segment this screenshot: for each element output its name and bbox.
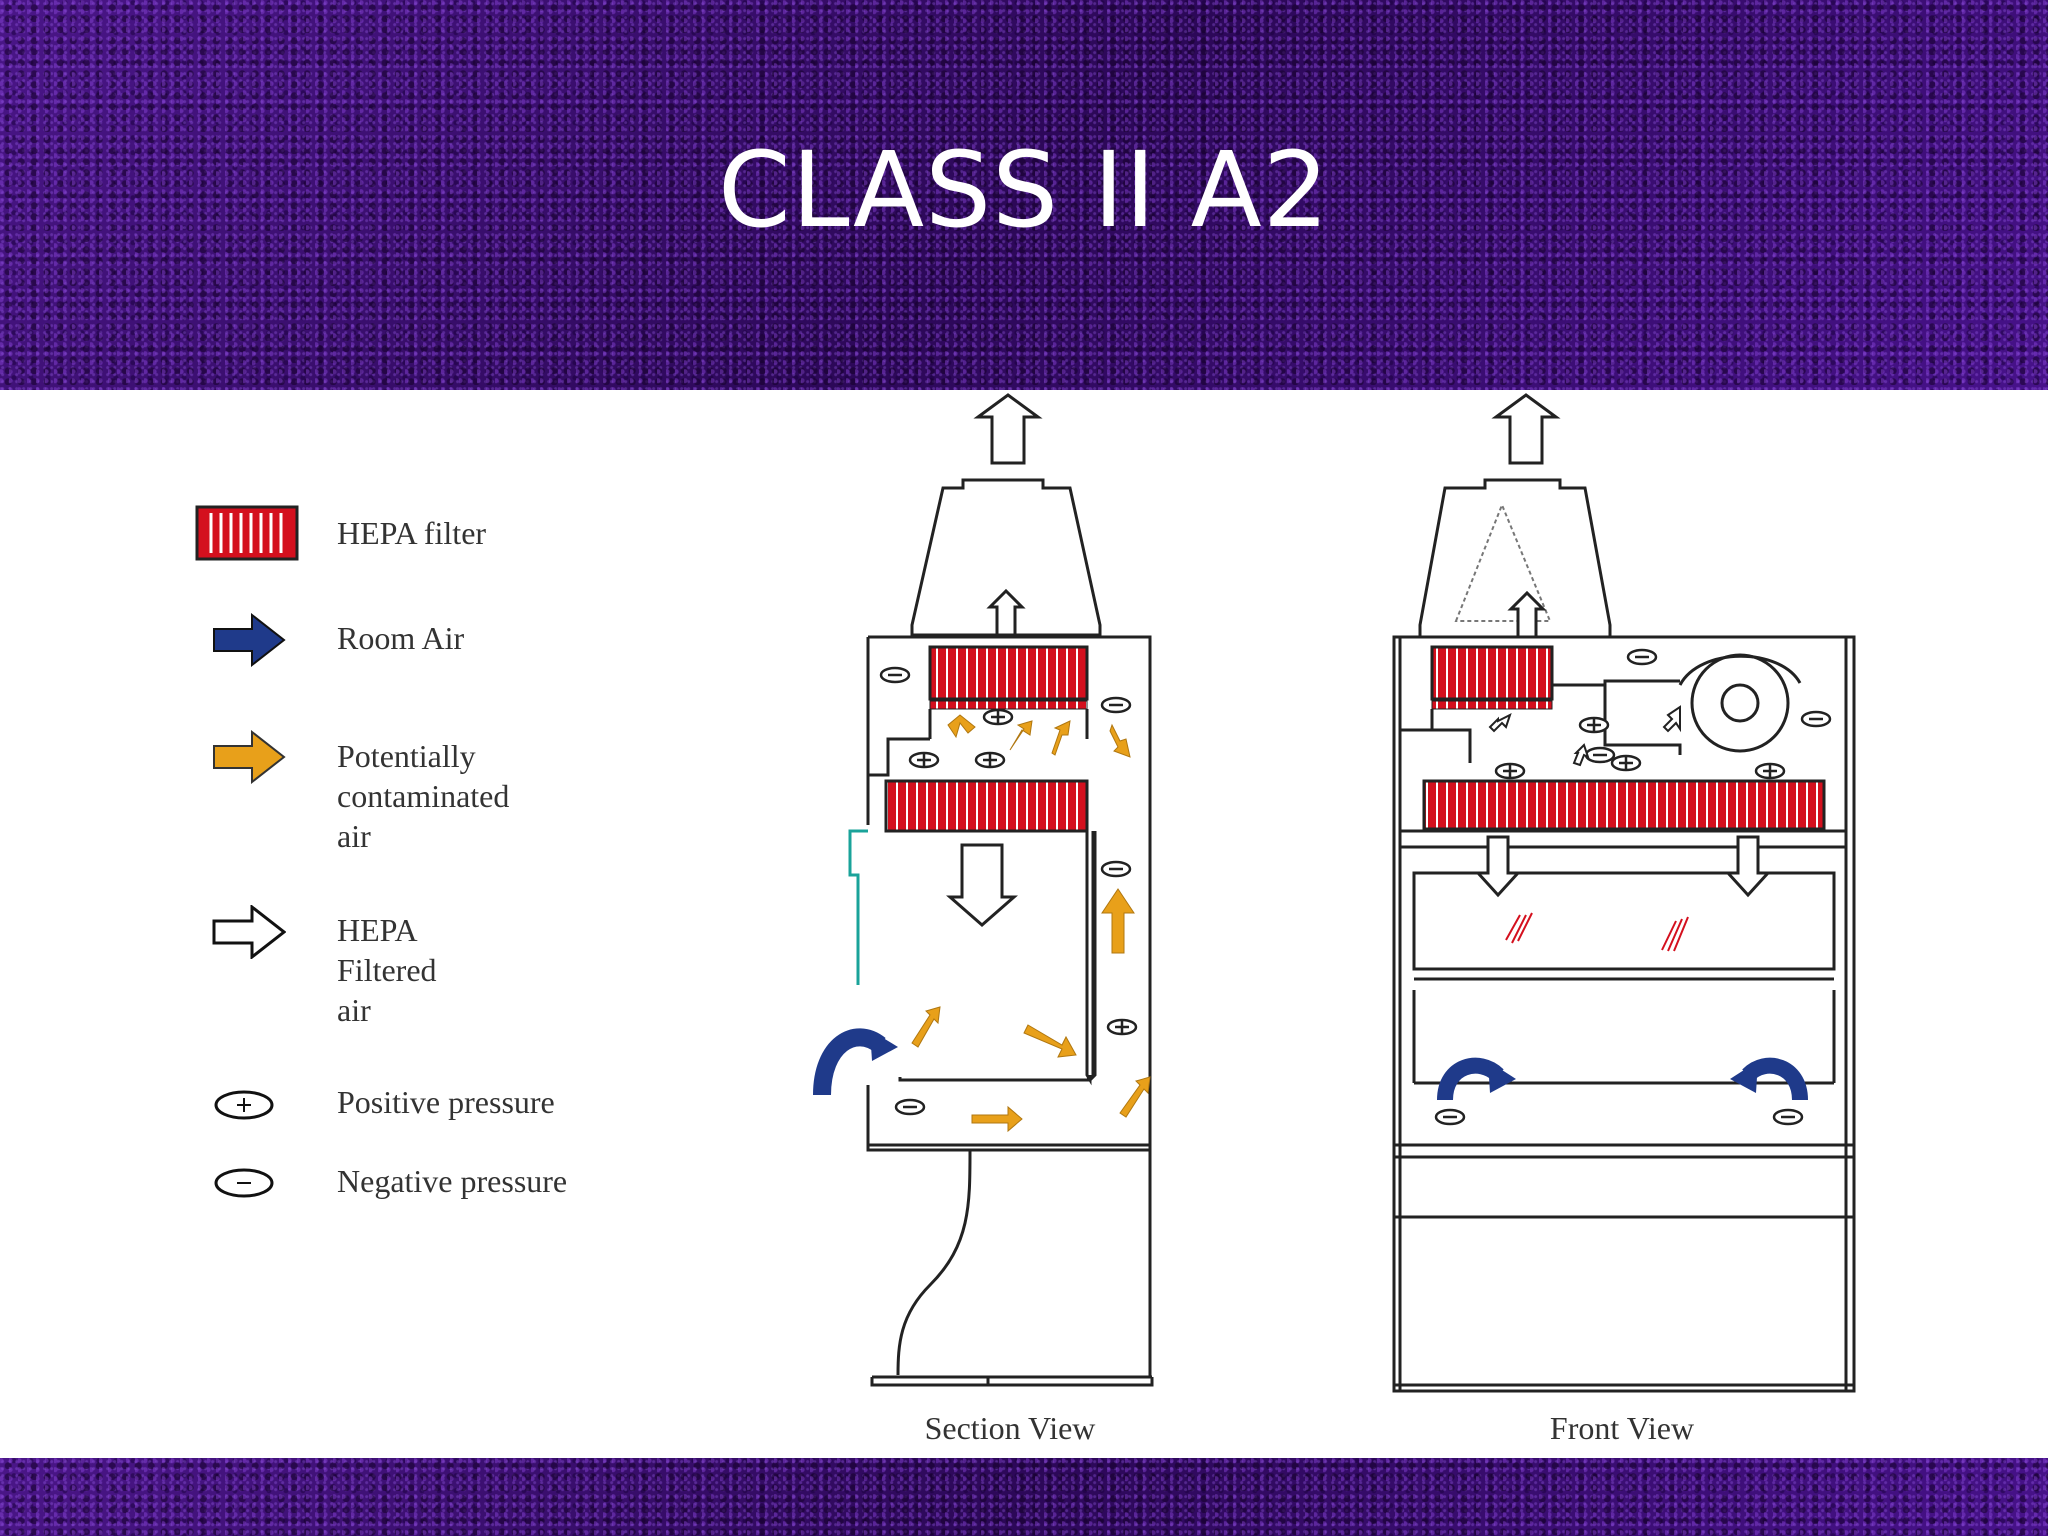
supply-hepa-filter [884, 779, 1089, 833]
positive-pressure-icon [214, 1090, 274, 1120]
filtered-air-arrow-icon [1507, 590, 1547, 639]
front-view-label: Front View [1549, 1410, 1695, 1446]
exhaust-arrow-icon [1491, 393, 1561, 465]
supply-hepa-filter [1422, 779, 1826, 831]
legend-label-hepa-filtered-air: HEPA Filtered air [337, 912, 437, 1028]
hepa-filter-icon [195, 505, 299, 561]
contaminated-air-arrow-icon [947, 714, 976, 739]
legend-label-positive-pressure: Positive pressure [337, 1084, 555, 1120]
front-view-diagram [1392, 393, 1856, 1393]
contaminated-air-arrow-icon [213, 730, 286, 784]
exhaust-arrow-icon [973, 393, 1043, 465]
exhaust-hood [1418, 478, 1612, 639]
filtered-air-arrow-icon [986, 588, 1026, 637]
cabinet-upper [866, 635, 1152, 1145]
title-banner: CLASS II A2 [0, 0, 2048, 390]
downflow-arrow-icon [946, 843, 1018, 927]
exhaust-hood [910, 478, 1102, 637]
legend-label-hepa: HEPA filter [337, 515, 487, 551]
sash-window [848, 829, 868, 985]
downflow-arrow-icon [1474, 835, 1522, 898]
sash-window [1412, 871, 1836, 971]
hepa-filtered-air-arrow-icon [212, 905, 286, 959]
section-view-diagram [813, 393, 1154, 1387]
exhaust-hepa-filter [928, 645, 1089, 701]
legend-label-contaminated-air: Potentially contaminated air [337, 738, 510, 854]
legend-label-room-air: Room Air [337, 620, 465, 656]
room-air-arrow-icon [213, 613, 286, 667]
section-view-label: Section View [924, 1410, 1096, 1446]
slide-title: CLASS II A2 [718, 129, 1330, 251]
negative-pressure-icon [214, 1168, 274, 1198]
exhaust-hepa-filter [1430, 645, 1554, 701]
legend-label-negative-pressure: Negative pressure [337, 1163, 568, 1199]
footer-banner [0, 1458, 2048, 1536]
cabinet-outline [1392, 635, 1856, 1393]
